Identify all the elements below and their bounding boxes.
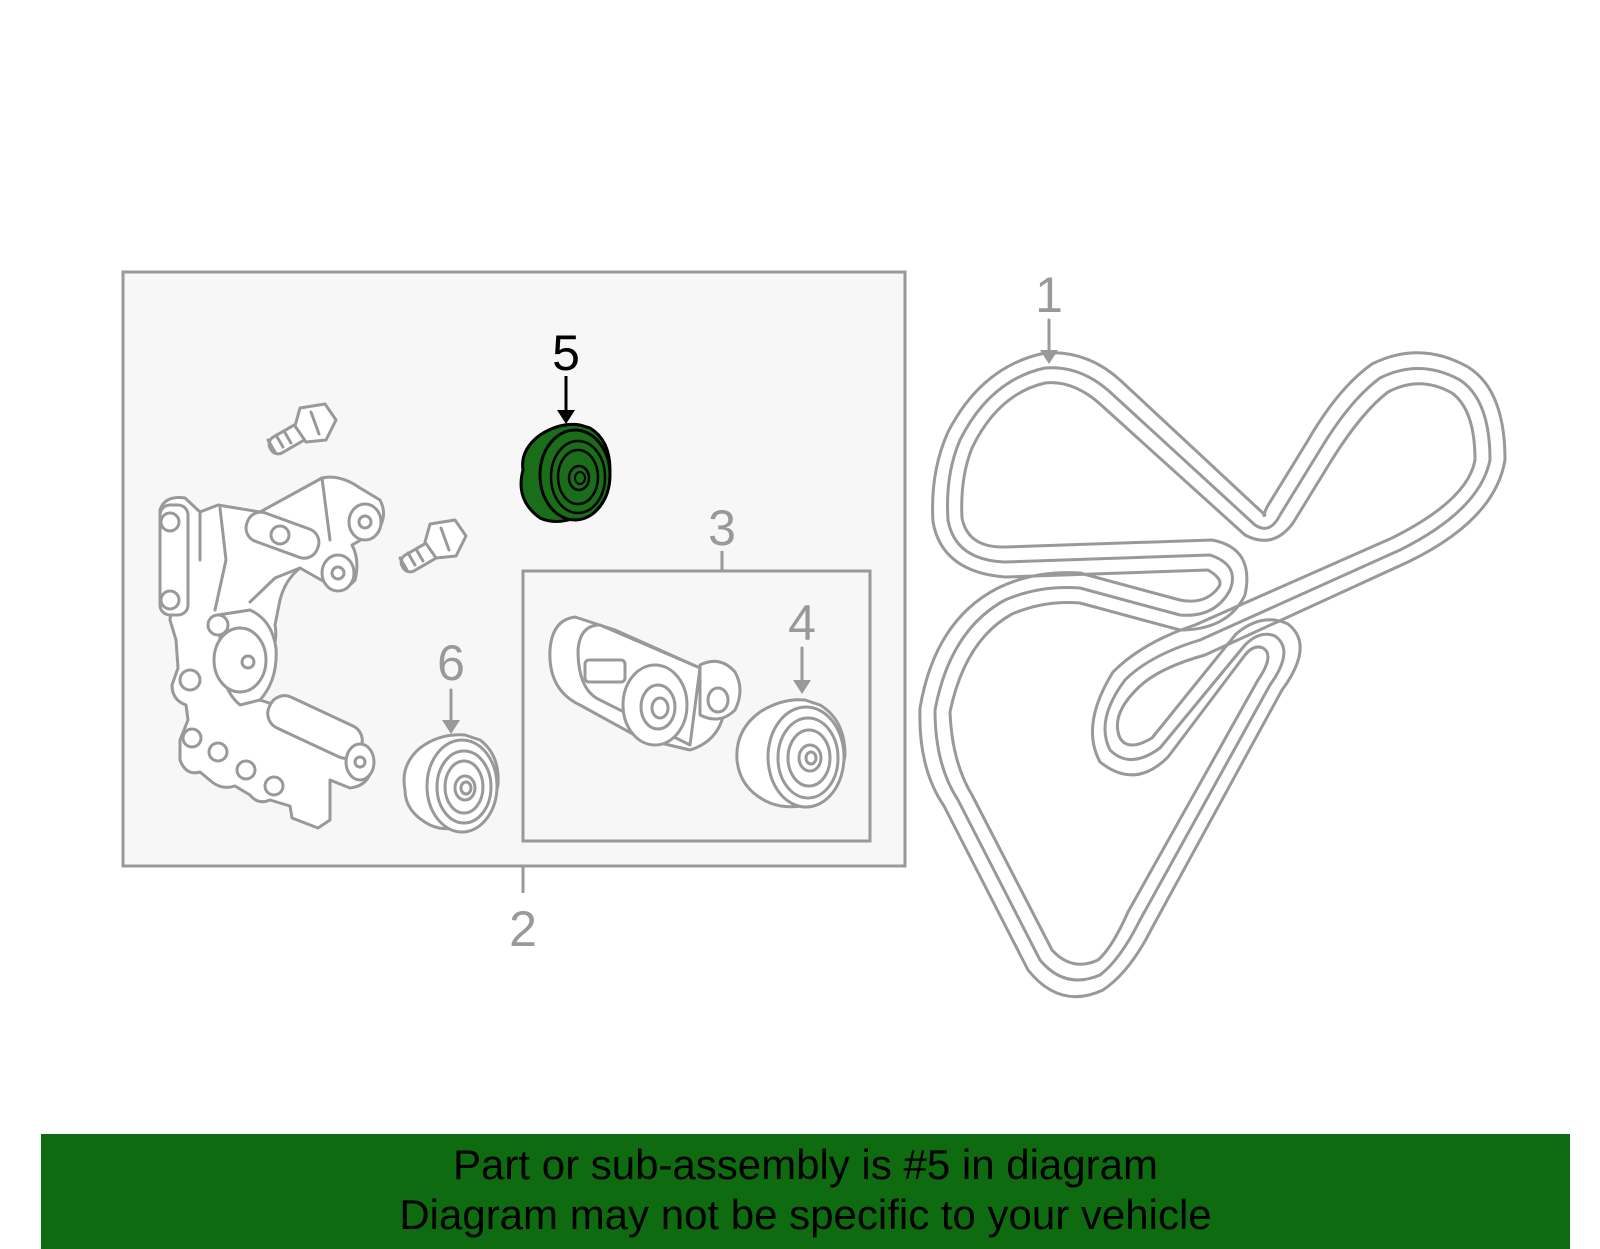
idler-pulley-5-highlighted: 5 [519,325,612,523]
serpentine-belt-1: 1 [918,267,1507,999]
idler-pulley-6: 6 [402,635,500,834]
bolt-top [266,402,338,456]
mounting-bracket [158,475,385,830]
callout-label-2: 2 [509,901,537,957]
tensioner-body [548,615,742,752]
banner-line-1: Part or sub-assembly is #5 in diagram [453,1141,1158,1188]
info-banner: Part or sub-assembly is #5 in diagram Di… [41,1134,1570,1249]
banner-line-2: Diagram may not be specific to your vehi… [399,1191,1212,1238]
bolt-middle [398,518,468,574]
callout-label-6: 6 [437,635,465,691]
callout-label-4: 4 [788,595,816,651]
tensioner-pulley-4: 4 [735,595,847,809]
callout-label-1: 1 [1035,267,1063,323]
callout-label-5: 5 [552,325,580,381]
callout-label-3: 3 [708,500,736,556]
